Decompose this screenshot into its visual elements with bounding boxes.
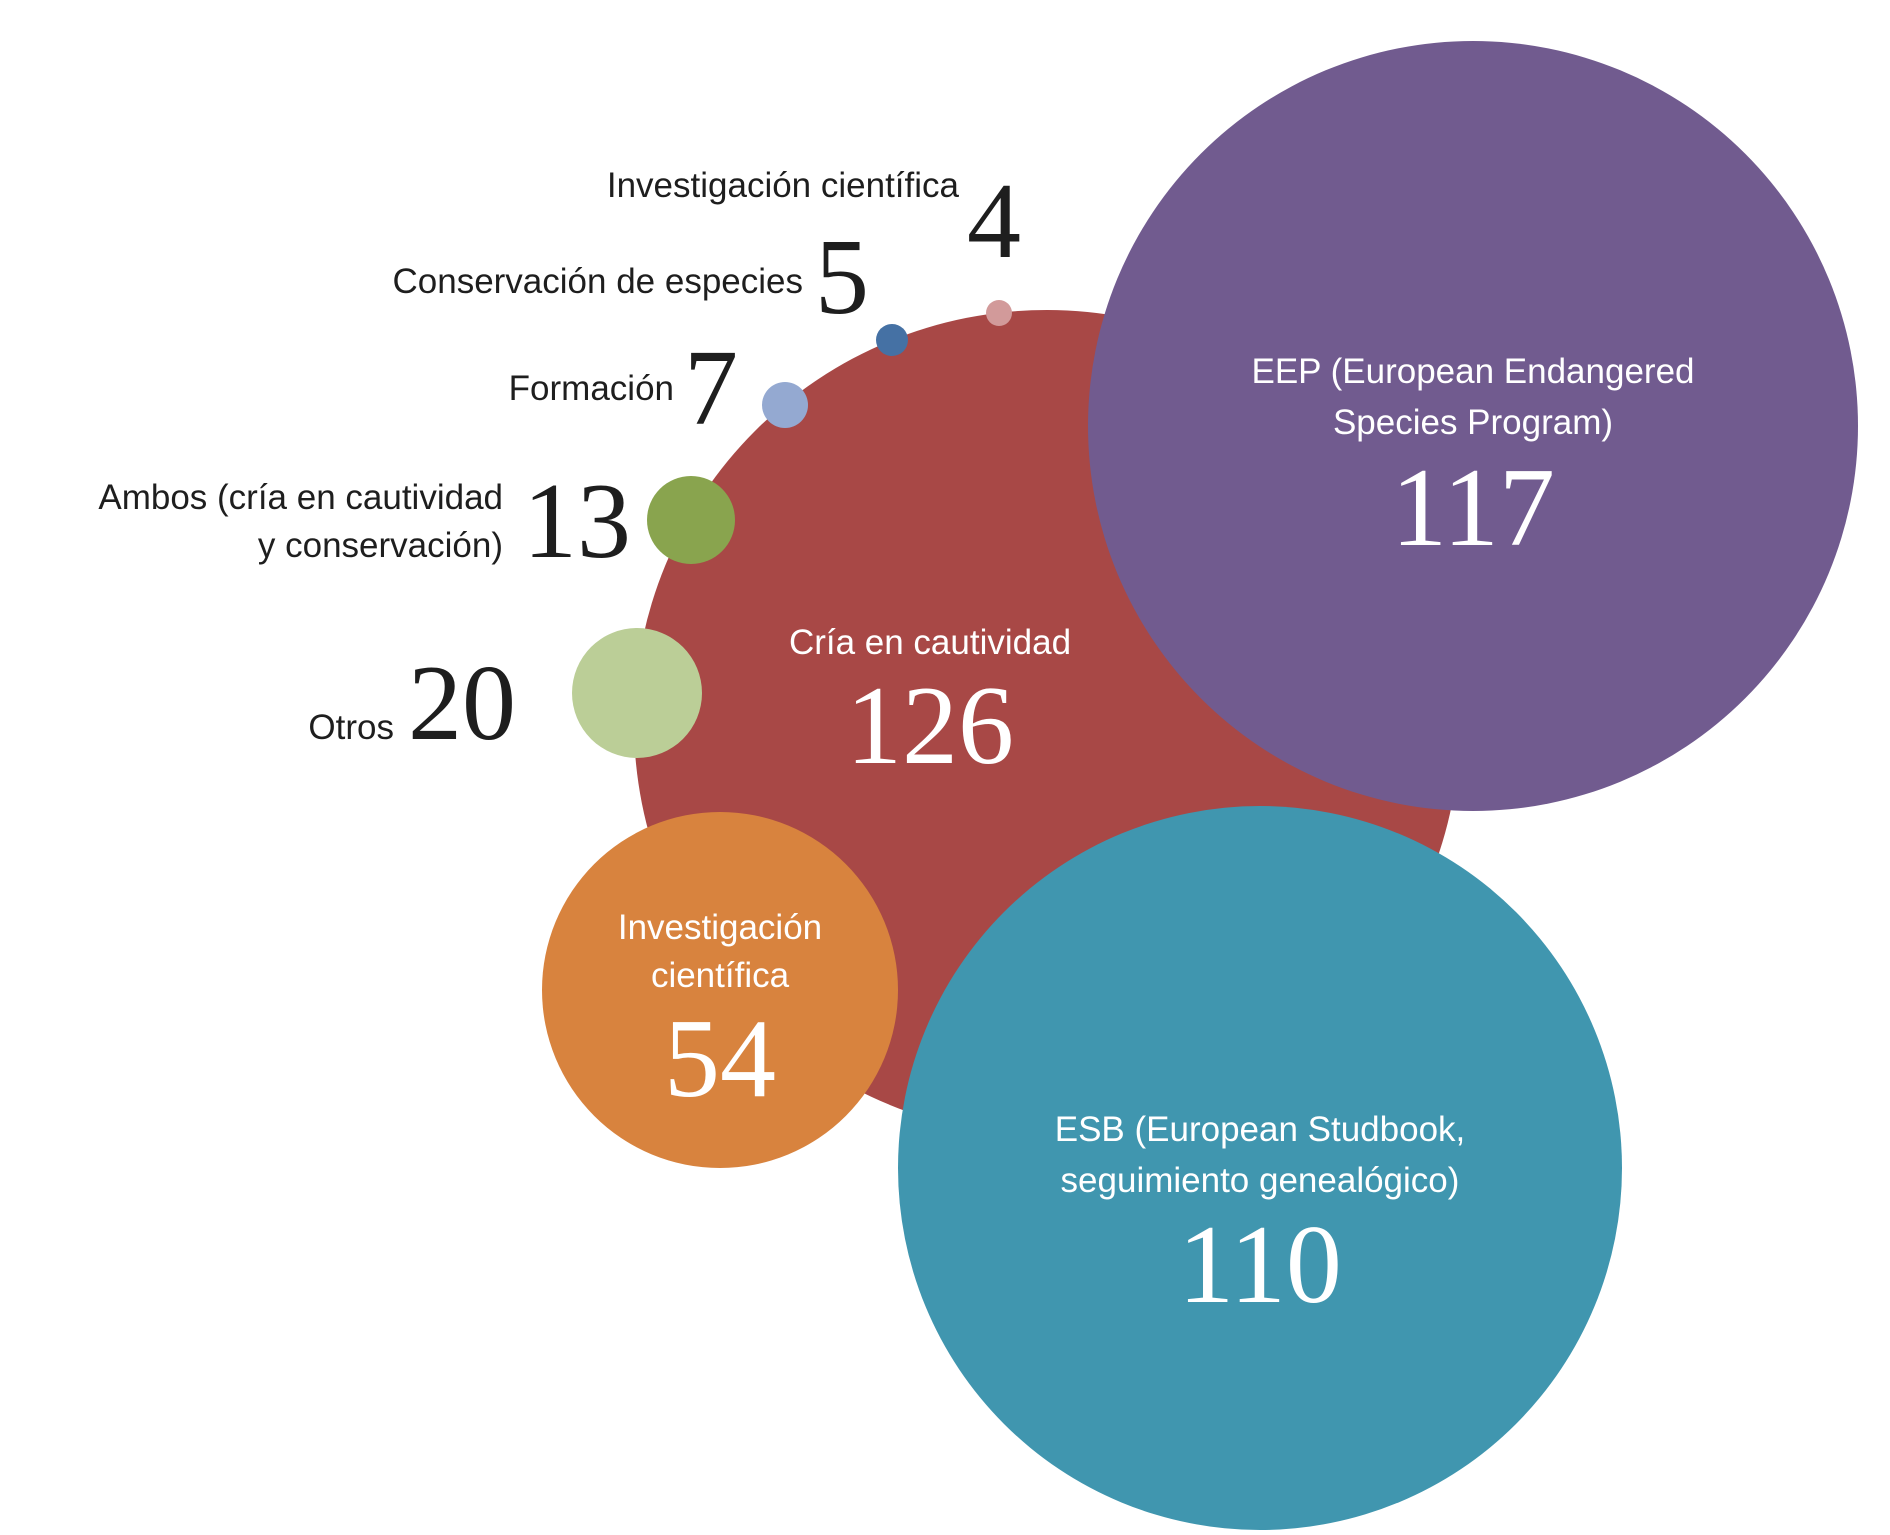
value-formacion: 7 [684, 329, 738, 448]
bubble-esb [898, 806, 1622, 1530]
value-esb: 110 [1178, 1203, 1342, 1327]
label-ambos-line1: Ambos (cría en cautividad [98, 478, 503, 517]
bubble-investigacion-cientifica-small [986, 300, 1012, 326]
label-conservacion: Conservación de especies [392, 262, 803, 301]
label-eep-line1: EEP (European Endangered [1251, 352, 1694, 391]
label-esb-line1: ESB (European Studbook, [1055, 1110, 1466, 1149]
value-otros: 20 [408, 644, 516, 763]
value-investigacion: 54 [664, 997, 776, 1121]
label-otros: Otros [308, 708, 394, 747]
value-conservacion: 5 [815, 218, 869, 337]
value-eep: 117 [1391, 446, 1555, 570]
label-investigacion-line2: científica [651, 956, 790, 995]
value-ambos: 13 [523, 462, 631, 581]
bubble-otros [572, 628, 702, 758]
label-investigacion-line1: Investigación [618, 908, 822, 947]
label-esb-line2: seguimiento genealógico) [1061, 1161, 1460, 1200]
bubble-investigacion-cientifica-large [542, 812, 898, 1168]
label-formacion: Formación [509, 369, 674, 408]
label-ambos-line2: y conservación) [258, 526, 503, 565]
bubble-eep [1088, 41, 1858, 811]
bubble-conservacion [876, 324, 908, 356]
value-investigacion-small: 4 [967, 162, 1021, 281]
label-cria: Cría en cautividad [789, 623, 1071, 662]
bubble-ambos [647, 476, 735, 564]
label-investigacion-small: Investigación científica [607, 166, 960, 205]
label-eep-line2: Species Program) [1333, 403, 1613, 442]
bubble-formacion [762, 382, 808, 428]
value-cria: 126 [846, 664, 1014, 788]
